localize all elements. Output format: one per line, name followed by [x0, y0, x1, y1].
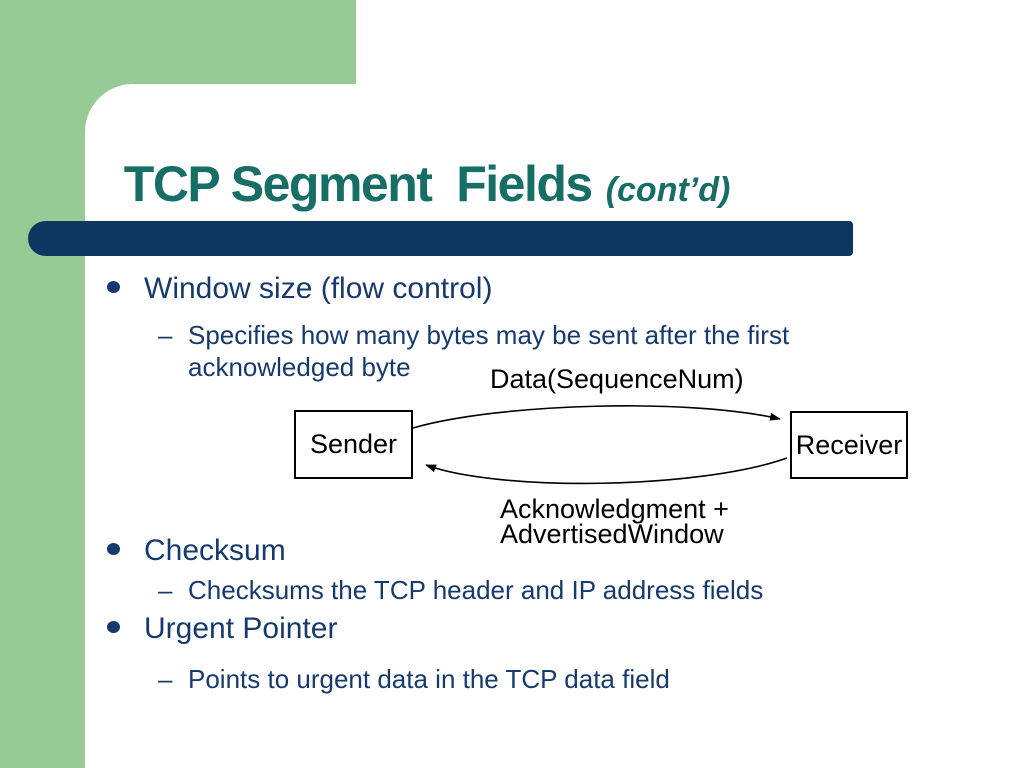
diagram-data-label: Data(SequenceNum)	[490, 364, 744, 394]
bullet-item: Window size (flow control)	[0, 272, 1024, 306]
bullet-text-line: Specifies how many bytes may be sent aft…	[188, 320, 790, 350]
bullet-item: Checksum	[0, 534, 1024, 568]
title-divider-bar	[28, 221, 853, 256]
title-text: TCP Segment Fields	[123, 156, 593, 212]
bullet-text-line: Points to urgent data in the TCP data fi…	[188, 664, 670, 694]
bullet-item: Urgent Pointer	[0, 612, 1024, 646]
sub-bullet-dash-icon: –	[158, 320, 173, 350]
ack-label-line2: AdvertisedWindow	[500, 519, 724, 549]
bullet-text-line: Urgent Pointer	[144, 612, 338, 645]
arrow-receiver-to-sender	[425, 457, 788, 485]
title-suffix-text: (cont’d)	[605, 171, 731, 209]
diagram-ack-label: Acknowledgment + AdvertisedWindow	[500, 494, 729, 549]
sender-box: Sender	[294, 410, 413, 479]
bullet-dot-icon	[107, 281, 120, 293]
bullet-dot-icon	[107, 621, 120, 633]
slide-title: TCP Segment Fields (cont’d)	[106, 143, 731, 225]
sub-bullet-dash-icon: –	[158, 664, 173, 694]
sub-bullet-item: –Checksums the TCP header and IP address…	[0, 574, 1024, 606]
bullet-text-line: Window size (flow control)	[144, 272, 493, 305]
sub-bullet-item: –Points to urgent data in the TCP data f…	[0, 663, 1024, 695]
sub-bullet-item: –Specifies how many bytes may be sent af…	[0, 319, 1024, 383]
bullet-dot-icon	[107, 543, 120, 555]
arrow-sender-to-receiver	[412, 405, 781, 429]
bullet-text-line: Checksums the TCP header and IP address …	[188, 575, 764, 605]
bullet-text-line: Checksum	[144, 534, 286, 567]
sub-bullet-dash-icon: –	[158, 575, 173, 605]
receiver-box: Receiver	[790, 411, 908, 479]
ack-label-line1: Acknowledgment +	[500, 494, 729, 524]
background-accent-left	[0, 0, 85, 768]
bullet-text-line: acknowledged byte	[188, 352, 411, 382]
